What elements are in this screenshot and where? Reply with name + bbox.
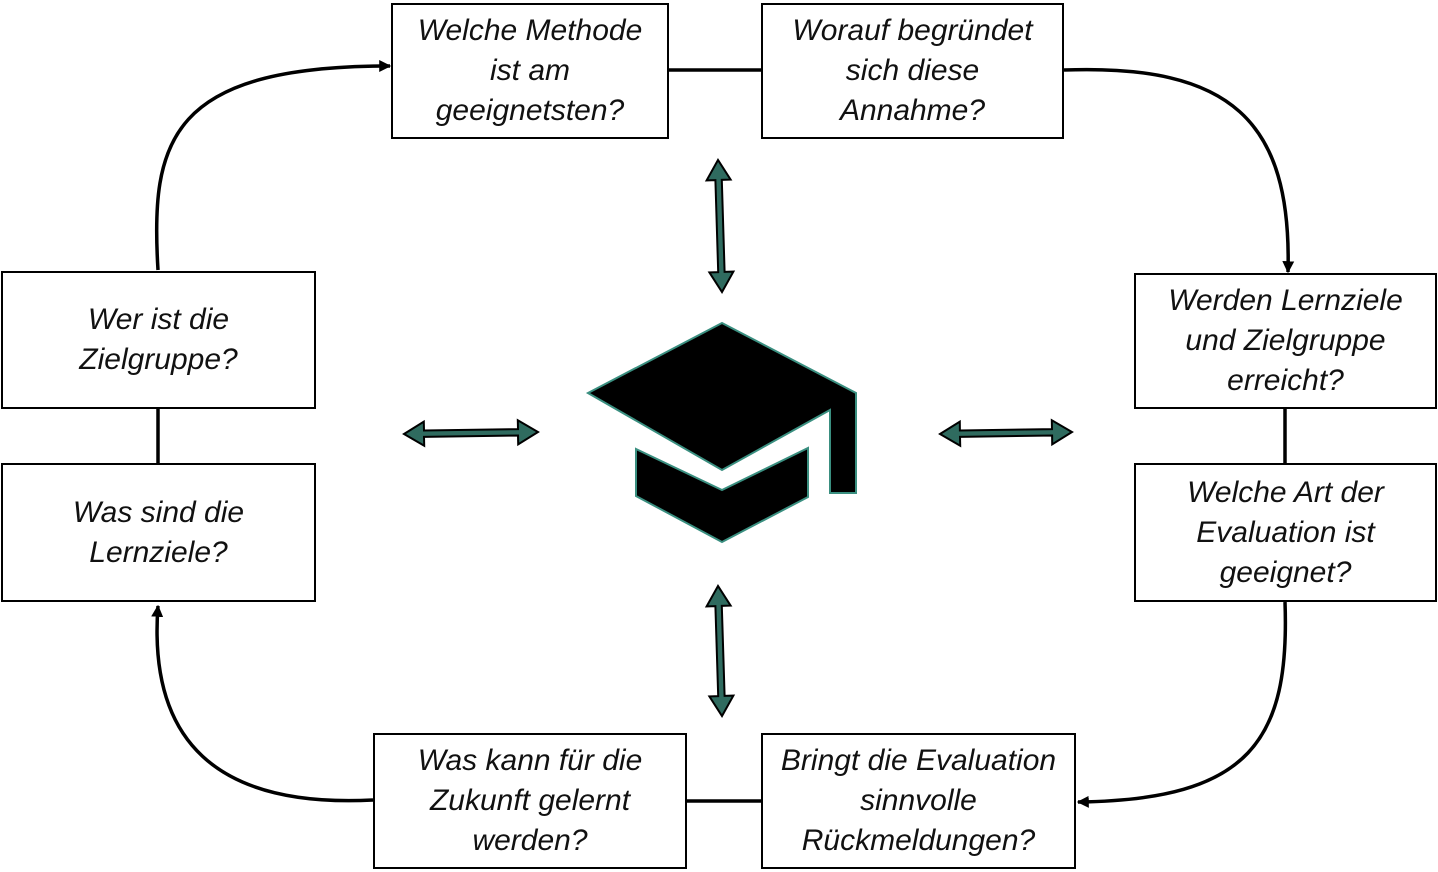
box-werden-lernziele-erreicht: Werden Lernziele und Zielgruppe erreicht…	[1134, 273, 1437, 409]
flow-arrow-zielgruppe-to-methode	[154, 60, 392, 271]
box-welche-methode: Welche Methode ist am geeignetsten?	[391, 3, 669, 139]
box-label: Worauf begründet sich diese Annahme?	[792, 14, 1033, 127]
box-bringt-evaluation-rueckmeldungen: Bringt die Evaluation sinnvolle Rückmeld…	[761, 733, 1076, 869]
double-arrow-right	[938, 418, 1074, 448]
box-label: Was sind die Lernziele?	[72, 495, 245, 569]
box-worauf-begruendet: Worauf begründet sich diese Annahme?	[761, 3, 1064, 139]
double-arrow-bottom	[704, 584, 736, 718]
box-was-kann-zukunft: Was kann für die Zukunft gelernt werden?	[373, 733, 687, 869]
box-wer-ist-zielgruppe: Wer ist die Zielgruppe?	[1, 271, 316, 409]
double-arrow-top	[704, 158, 736, 294]
box-was-sind-lernziele: Was sind die Lernziele?	[1, 463, 316, 602]
box-label: Wer ist die Zielgruppe?	[79, 303, 238, 376]
box-label: Werden Lernziele und Zielgruppe erreicht…	[1168, 284, 1403, 397]
flow-arrow-annahme-to-lernziele-erreicht	[1063, 67, 1295, 274]
box-label: Was kann für die Zukunft gelernt werden?	[417, 744, 643, 857]
double-arrow-shape	[704, 158, 736, 294]
double-arrow-shape	[704, 584, 736, 718]
double-arrow-shape	[938, 418, 1074, 448]
box-label: Bringt die Evaluation sinnvolle Rückmeld…	[780, 744, 1057, 857]
double-arrow-shape	[402, 418, 540, 448]
flow-arrow-evaluation-to-rueckmeldungen	[1076, 601, 1288, 808]
flow-arrow-zukunft-to-lernziele	[151, 604, 374, 803]
box-label: Welche Art der Evaluation ist geeignet?	[1187, 475, 1384, 589]
box-welche-art-evaluation: Welche Art der Evaluation ist geeignet?	[1134, 463, 1437, 602]
double-arrow-left	[402, 418, 540, 448]
box-label: Welche Methode ist am geeignetsten?	[417, 14, 643, 127]
graduation-cap-icon	[585, 321, 857, 544]
